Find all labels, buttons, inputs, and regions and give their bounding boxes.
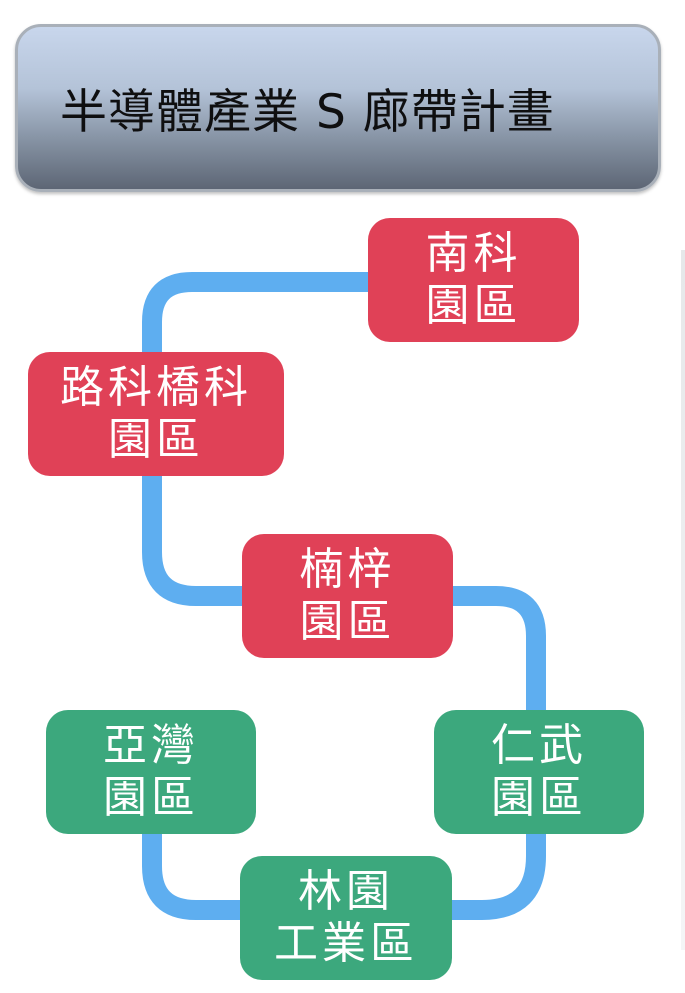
node-label-line2: 園區: [299, 596, 396, 647]
node-nanke-science-park: 南科 園區: [368, 218, 579, 342]
node-label-line2: 園區: [108, 414, 204, 465]
node-label-line2: 園區: [491, 772, 587, 823]
node-label-line1: 南科: [425, 228, 522, 279]
node-linyuan-industrial-zone: 林園 工業區: [240, 856, 452, 980]
right-edge-shadow: [681, 250, 685, 950]
node-nanzi-park: 楠梓 園區: [242, 534, 453, 658]
diagram-title: 半導體產業 S 廊帶計畫: [60, 85, 555, 140]
title-banner: 半導體產業 S 廊帶計畫: [15, 24, 661, 192]
node-renwu-park: 仁武 園區: [434, 710, 644, 834]
node-label-line2: 工業區: [274, 918, 418, 969]
node-label-line2: 園區: [425, 280, 522, 331]
node-luzhu-qiaotou-science-park: 路科橋科 園區: [28, 352, 284, 476]
node-label-line1: 亞灣: [103, 720, 199, 771]
node-label-line1: 林園: [298, 866, 394, 917]
node-label-line1: 路科橋科: [60, 362, 252, 413]
node-yawan-park: 亞灣 園區: [46, 710, 256, 834]
node-label-line1: 楠梓: [299, 544, 396, 595]
node-label-line1: 仁武: [491, 720, 587, 771]
node-label-line2: 園區: [103, 772, 199, 823]
